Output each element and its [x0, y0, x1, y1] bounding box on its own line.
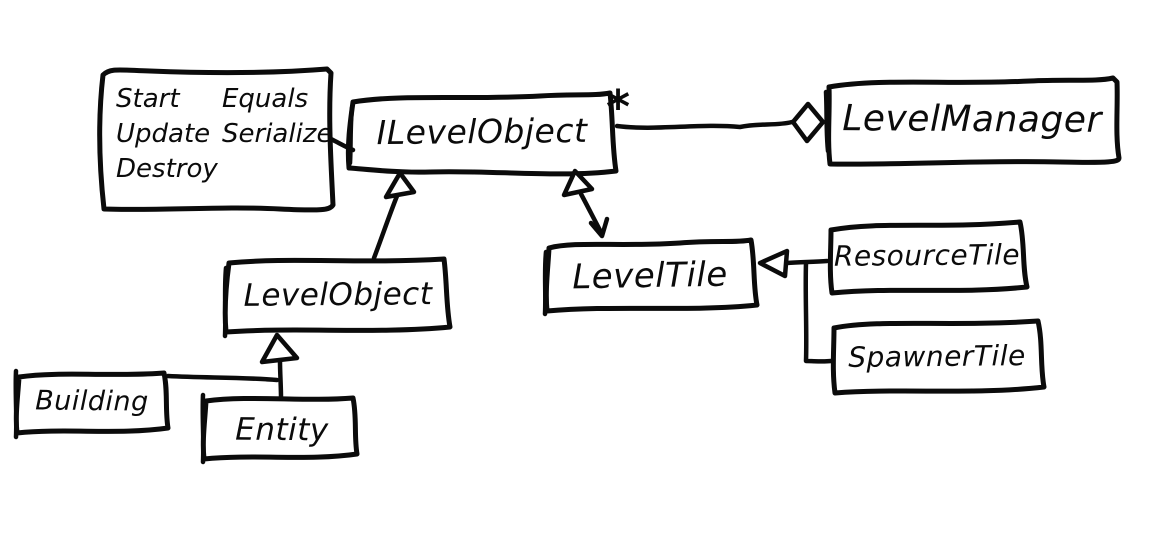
multiplicity-star: *	[606, 80, 631, 134]
spawnertile-branch-line	[803, 260, 834, 364]
method-start: Start	[116, 84, 180, 114]
interface-methods-column1: Start Update Destroy	[116, 82, 218, 187]
method-equals: Equals	[222, 84, 309, 114]
inheritance-arrowhead-levelobject	[383, 170, 417, 200]
aggregation-diamond	[790, 101, 826, 144]
method-destroy: Destroy	[116, 154, 218, 184]
inheritance-arrowhead-tiles	[757, 248, 790, 279]
inheritance-line-entity	[277, 358, 284, 401]
method-update: Update	[116, 119, 211, 149]
aggregation-line	[614, 119, 795, 130]
levelmanager-box-left-edge-stroke	[823, 89, 831, 154]
inheritance-arrowhead-leveltile	[561, 168, 595, 198]
method-serialize: Serialize	[222, 119, 333, 149]
inheritance-line-leveltile	[578, 191, 605, 237]
note-attachment-line	[328, 136, 356, 153]
ilevelobject-box-left-edge-stroke	[347, 105, 355, 166]
levelmanager-box	[826, 75, 1122, 167]
arrowhead-at-leveltile-top	[588, 216, 610, 239]
interface-methods-column2: Equals Serialize	[222, 82, 332, 152]
levelobject-label: LevelObject	[243, 276, 433, 314]
levelmanager-label: LevelManager	[842, 98, 1102, 141]
spawnertile-label: SpawnerTile	[848, 339, 1026, 374]
interface-methods-box	[97, 66, 336, 213]
leveltile-label: LevelTile	[571, 254, 729, 298]
building-box-left-edge-stroke	[13, 368, 19, 440]
ilevelobject-label: ILevelObject	[376, 110, 588, 153]
spawnertile-box	[830, 318, 1047, 396]
leveltile-box-left-edge-stroke	[542, 249, 549, 317]
building-label: Building	[35, 385, 149, 418]
resourcetile-box	[827, 219, 1030, 296]
building-branch-line	[165, 373, 280, 383]
resourcetile-label: ResourceTile	[833, 238, 1021, 273]
ilevelobject-box	[345, 90, 619, 177]
entity-label: Entity	[235, 411, 329, 449]
inheritance-line-levelobject	[371, 193, 400, 261]
inheritance-arrowhead-entity	[259, 332, 300, 365]
entity-box-left-edge-stroke	[200, 392, 206, 465]
levelobject-box-left-edge-stroke	[222, 265, 229, 339]
